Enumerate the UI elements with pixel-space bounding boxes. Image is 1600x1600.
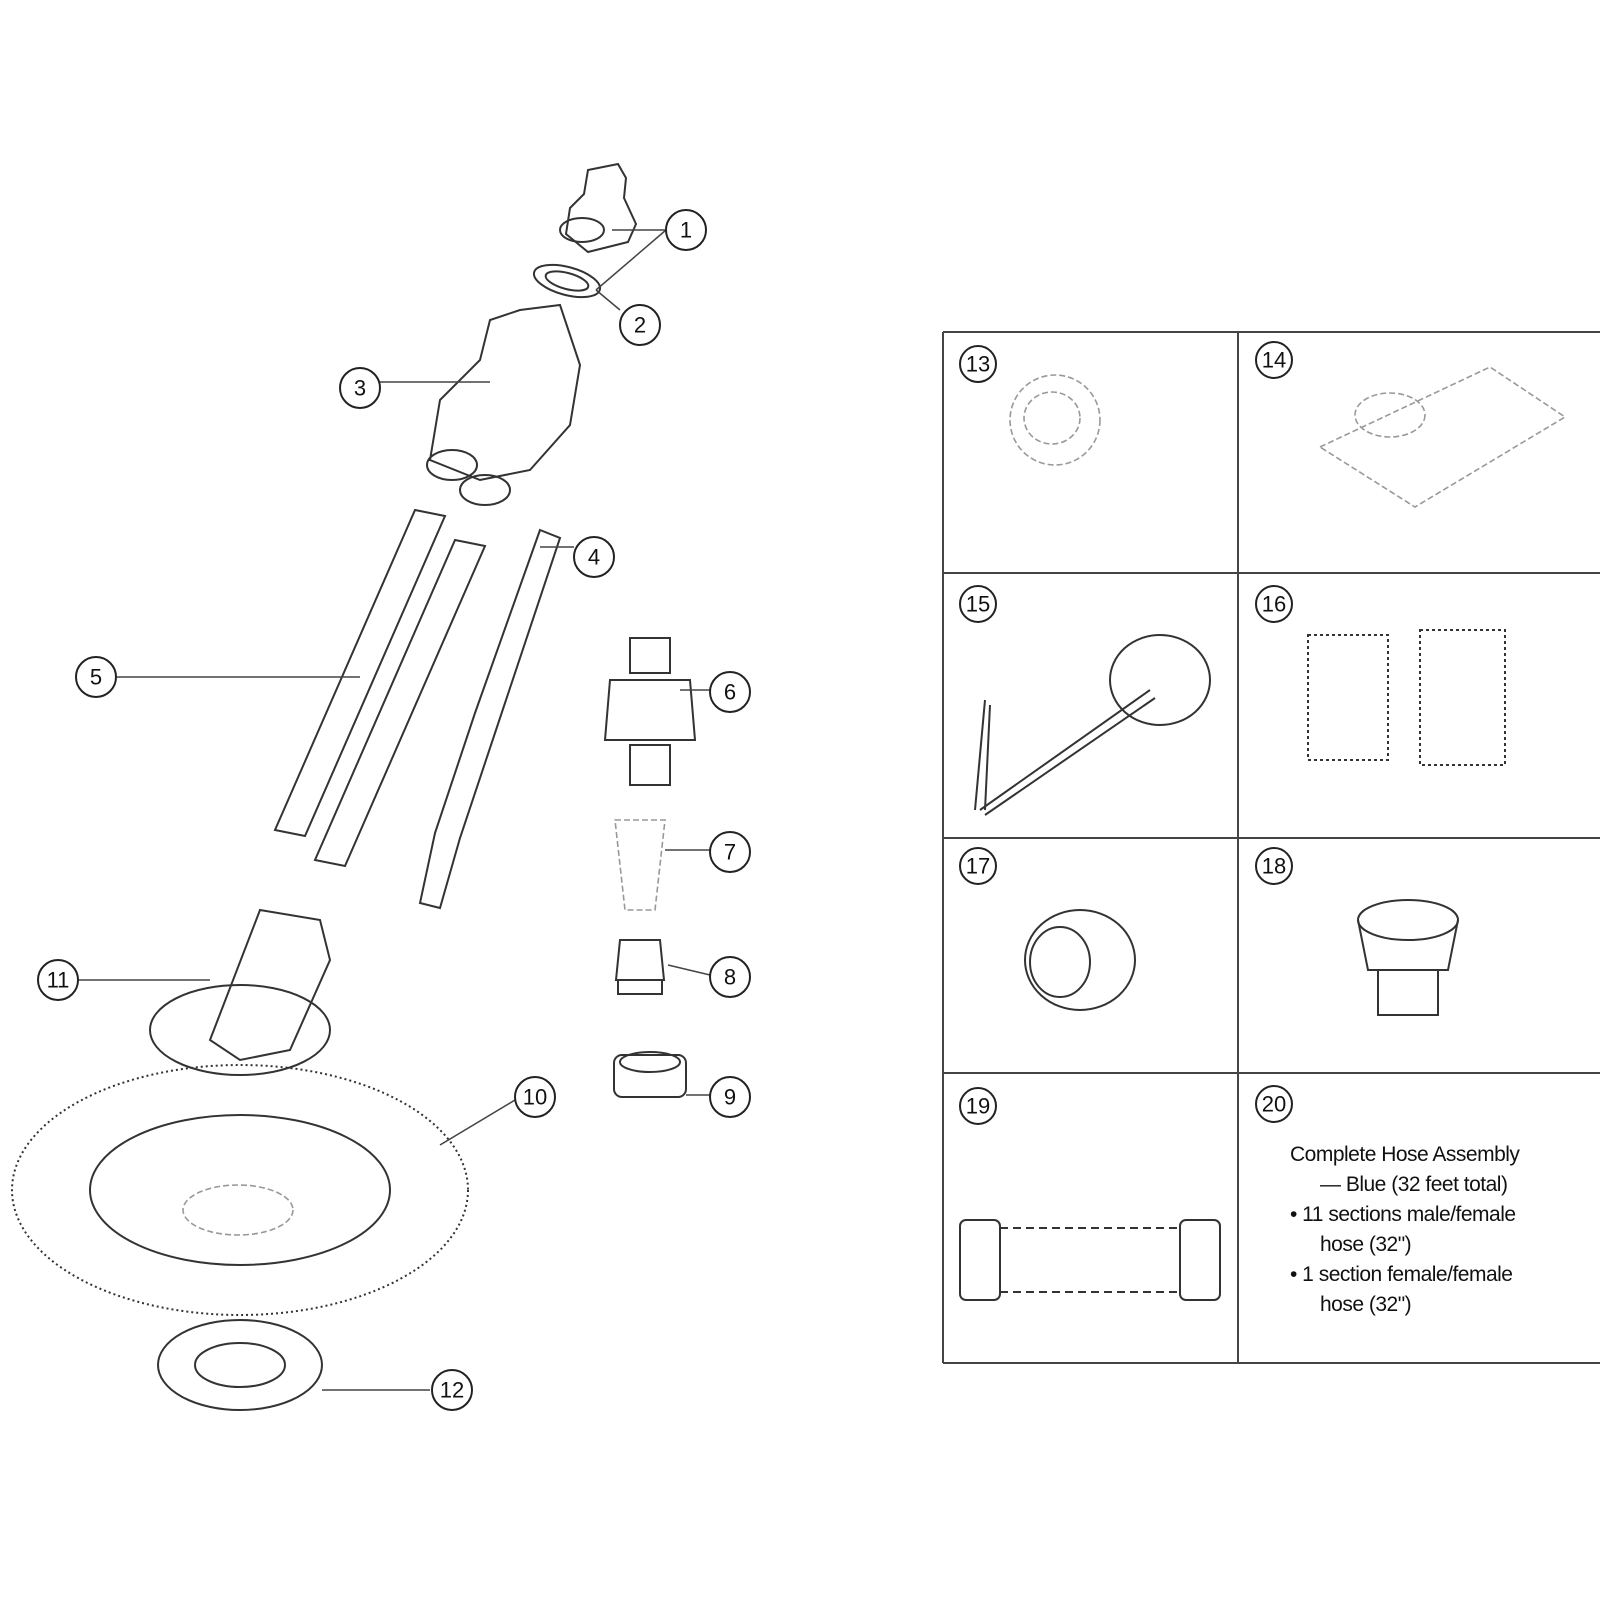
callout-3: 3 [339, 367, 381, 409]
callout-1: 1 [665, 209, 707, 251]
part-19-hose-section [959, 1219, 1221, 1301]
leader-lines [77, 229, 711, 1391]
part-2-ring [532, 263, 602, 299]
part-17-bushing [1024, 909, 1136, 1011]
part-7-cone [614, 819, 666, 911]
svg-text:12: 12 [440, 1378, 464, 1403]
part-3-swivel [426, 303, 582, 506]
item-20-bullet-2-cont: hose (32") [1320, 1293, 1412, 1316]
svg-text:4: 4 [588, 545, 600, 570]
item-20-bullet-1-cont: hose (32") [1320, 1233, 1412, 1256]
callout-15: 15 [959, 585, 997, 623]
svg-text:2: 2 [634, 313, 646, 338]
part-14-plate [1318, 366, 1567, 508]
callout-17: 17 [959, 847, 997, 885]
item-20-title: Complete Hose Assembly [1290, 1143, 1520, 1166]
callout-13: 13 [959, 345, 997, 383]
callout-9: 9 [709, 1076, 751, 1118]
svg-text:3: 3 [354, 376, 366, 401]
callout-10: 10 [514, 1076, 556, 1118]
callout-11: 11 [37, 959, 79, 1001]
part-1-connector [559, 162, 638, 254]
callout-2: 2 [619, 304, 661, 346]
callout-19: 19 [959, 1087, 997, 1125]
callout-20: 20 [1255, 1085, 1293, 1123]
part-6-valve [603, 637, 697, 786]
callout-16: 16 [1255, 585, 1293, 623]
svg-text:5: 5 [90, 665, 102, 690]
callout-18: 18 [1255, 847, 1293, 885]
part-12-foot-pad [157, 1319, 323, 1411]
part-15-tool [974, 634, 1211, 816]
svg-text:17: 17 [966, 854, 990, 879]
svg-text:18: 18 [1262, 854, 1286, 879]
item-20-bullet-1: • 11 sections male/female [1290, 1203, 1516, 1226]
part-5-hoses [273, 508, 487, 868]
callout-14: 14 [1255, 341, 1293, 379]
callout-4: 4 [573, 536, 615, 578]
svg-text:15: 15 [966, 592, 990, 617]
part-16-brushes [1307, 629, 1506, 766]
svg-text:20: 20 [1262, 1092, 1286, 1117]
svg-text:1: 1 [680, 218, 692, 243]
svg-text:7: 7 [724, 840, 736, 865]
callout-8: 8 [709, 956, 751, 998]
item-20-subtitle: — Blue (32 feet total) [1320, 1173, 1508, 1196]
callout-12: 12 [431, 1369, 473, 1411]
callout-5: 5 [75, 656, 117, 698]
part-11-head [149, 908, 332, 1076]
item-20-description: Complete Hose Assembly — Blue (32 feet t… [1290, 1140, 1560, 1320]
svg-text:11: 11 [47, 968, 70, 993]
svg-text:19: 19 [966, 1094, 990, 1119]
svg-text:13: 13 [966, 352, 990, 377]
part-10-disc [11, 1064, 469, 1316]
part-8-cap [614, 939, 666, 995]
part-4-tube [418, 528, 562, 910]
svg-text:14: 14 [1262, 348, 1286, 373]
part-9-bushing [613, 1051, 687, 1098]
svg-text:8: 8 [724, 965, 736, 990]
svg-text:16: 16 [1262, 592, 1286, 617]
svg-text:10: 10 [523, 1085, 547, 1110]
svg-text:6: 6 [724, 680, 736, 705]
part-18-throat [1357, 899, 1459, 1016]
callout-6: 6 [709, 671, 751, 713]
svg-text:9: 9 [724, 1085, 736, 1110]
part-13-washer [1009, 374, 1101, 466]
parts-grid [942, 331, 1600, 1364]
callout-7: 7 [709, 831, 751, 873]
item-20-bullet-2: • 1 section female/female [1290, 1263, 1513, 1286]
